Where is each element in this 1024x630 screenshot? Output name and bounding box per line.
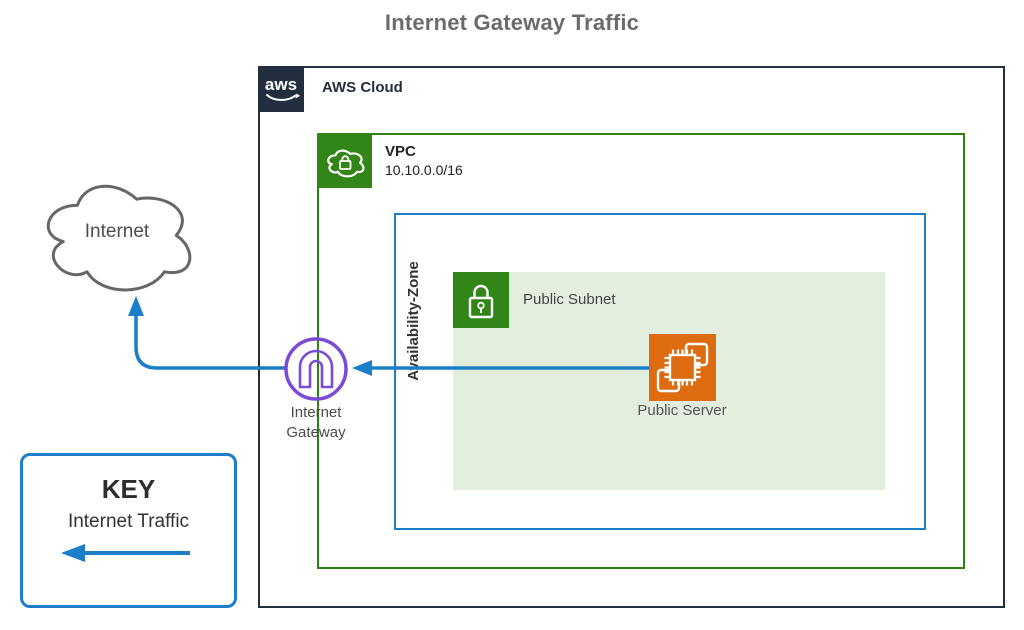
availability-zone-container	[394, 213, 926, 530]
public-server-label: Public Server	[637, 402, 727, 419]
aws-logo-text: aws	[265, 75, 297, 94]
internet-gateway-label-line2: Gateway	[286, 424, 346, 441]
internet-gateway-label-line1: Internet	[290, 404, 342, 421]
internet-cloud-label: Internet	[84, 221, 150, 242]
availability-zone-label: Availability-Zone	[405, 261, 422, 381]
vpc-cidr: 10.10.0.0/16	[385, 162, 463, 178]
subnet-lock-icon	[453, 272, 509, 328]
key-arrow-icon	[61, 544, 190, 562]
public-subnet-label: Public Subnet	[523, 291, 616, 308]
vpc-label: VPC	[385, 143, 416, 160]
vpc-icon	[317, 133, 372, 188]
server-icon	[649, 334, 716, 401]
key-entry-label: Internet Traffic	[67, 511, 190, 532]
diagram-title: Internet Gateway Traffic	[384, 10, 640, 35]
aws-cloud-label: AWS Cloud	[322, 79, 403, 96]
aws-logo-icon: aws	[258, 66, 304, 112]
key-title: KEY	[101, 474, 156, 504]
internet-gateway-label: Internet Gateway	[246, 403, 386, 443]
key-legend: KEY Internet Traffic	[20, 453, 237, 608]
